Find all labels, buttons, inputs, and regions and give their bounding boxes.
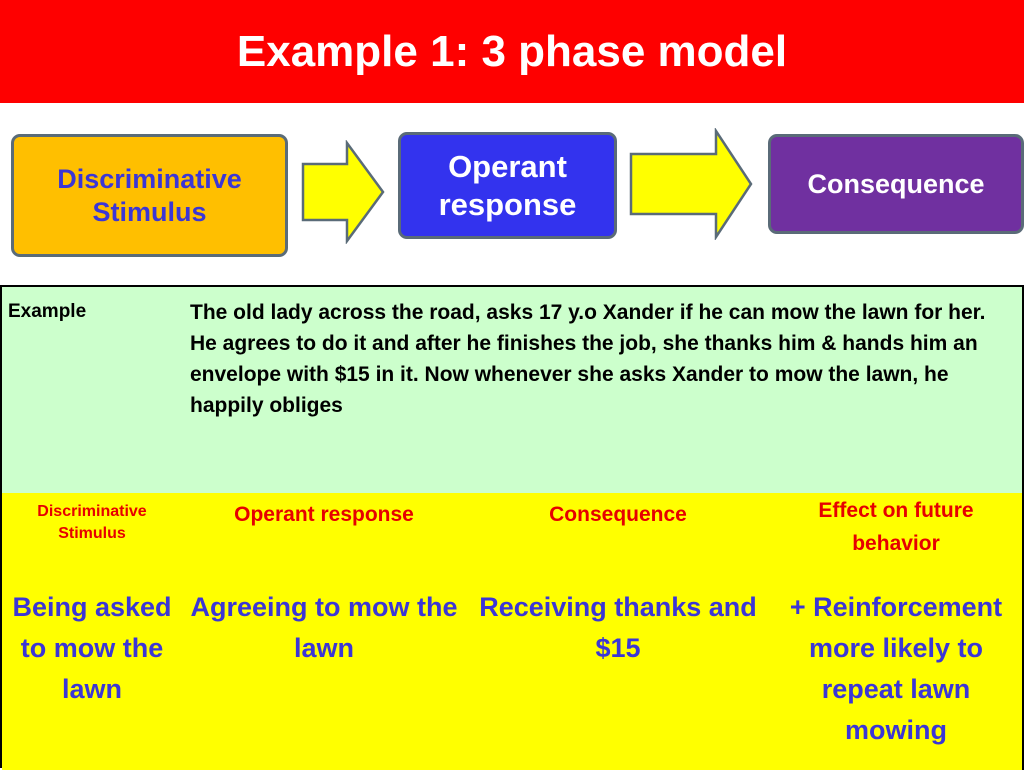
- example-label-cell: Example: [2, 287, 184, 495]
- value-discriminative-stimulus: Being asked to mow the lawn: [2, 582, 184, 770]
- value-effect-on-future-behavior: + Reinforcement more likely to repeat la…: [770, 582, 1024, 770]
- arrow-right-icon: [301, 140, 385, 244]
- consequence-box: Consequence: [768, 134, 1024, 234]
- arrow-right-icon: [629, 128, 753, 240]
- value-consequence: Receiving thanks and $15: [466, 582, 772, 770]
- discriminative-stimulus-box: Discriminative Stimulus: [11, 134, 288, 257]
- title-bar: Example 1: 3 phase model: [0, 0, 1024, 103]
- example-text-cell: The old lady across the road, asks 17 y.…: [182, 287, 1024, 495]
- value-operant-response: Agreeing to mow the lawn: [182, 582, 468, 770]
- operant-response-box: Operant response: [398, 132, 617, 239]
- header-consequence: Consequence: [466, 493, 772, 584]
- example-table: Example The old lady across the road, as…: [0, 285, 1024, 770]
- header-operant-response: Operant response: [182, 493, 468, 584]
- header-discriminative-stimulus: Discriminative Stimulus: [2, 493, 184, 584]
- slide-title: Example 1: 3 phase model: [236, 26, 788, 76]
- header-effect-on-future-behavior: Effect on future behavior: [770, 493, 1024, 584]
